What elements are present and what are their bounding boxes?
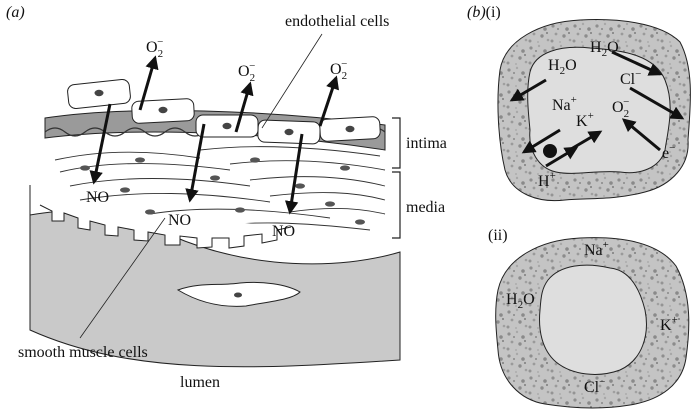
cell-ii: Na+ H2O K+ Cl− <box>495 237 690 409</box>
smooth-muscle-leader <box>79 217 166 339</box>
lumen-label: lumen <box>180 374 220 391</box>
endothelial-cells <box>67 79 381 145</box>
smooth-muscle-nuclei <box>80 157 365 233</box>
cell-i: H2O H2O Cl− Na+ K+ O2− H+ e− <box>497 19 691 202</box>
no-label-3: NO <box>272 223 295 240</box>
cl-arrow <box>629 86 685 120</box>
panel-b-ii-label: (ii) <box>488 227 508 244</box>
panel-b-label: (b)(i) <box>467 4 501 21</box>
panel-a: (a) <box>6 4 447 391</box>
intima-label: intima <box>406 135 447 152</box>
cell-i-k: K+ <box>576 110 594 130</box>
media-bracket <box>392 171 401 239</box>
panel-b: (b)(i) H2O H2O Cl− Na+ <box>467 4 691 409</box>
intima-bracket <box>392 117 401 169</box>
media-label: media <box>406 199 445 216</box>
superoxide-label-3: O2− <box>330 58 347 82</box>
cell-i-h2o-right: H2O <box>590 39 619 59</box>
no-arrow-3 <box>284 133 304 215</box>
superoxide-label-1: O2− <box>146 36 163 60</box>
superoxide-arrow-2 <box>234 81 254 133</box>
superoxide-arrow-3 <box>318 75 339 127</box>
no-label-1: NO <box>86 189 109 206</box>
cell-ii-cl: Cl− <box>584 376 605 396</box>
cell-i-h2o-left: H2O <box>548 57 577 77</box>
no-arrow-2 <box>185 123 206 203</box>
lumen-border <box>39 204 292 249</box>
cell-i-na: Na+ <box>552 94 577 114</box>
smooth-muscle-label: smooth muscle cells <box>18 344 148 361</box>
e-arrow <box>621 118 661 152</box>
superoxide-label-2: O2− <box>238 60 255 84</box>
cell-i-o2: O2− <box>612 96 629 120</box>
na-arrow <box>521 128 561 154</box>
cell-ii-k: K+ <box>660 314 678 334</box>
h-arrow <box>545 146 579 168</box>
endothelial-cells-label: endothelial cells <box>285 13 389 30</box>
h2o-arrow-right <box>611 50 663 76</box>
h2o-arrow-left <box>509 78 547 102</box>
no-label-2: NO <box>168 212 191 229</box>
superoxide-arrow-1 <box>138 55 159 111</box>
endothelial-leader <box>261 33 323 129</box>
cell-i-e: e− <box>662 142 675 162</box>
cell-ii-na: Na+ <box>584 239 609 259</box>
cell-i-h: H+ <box>538 170 556 190</box>
cell-i-cl: Cl− <box>620 68 641 88</box>
cell-ii-inner <box>539 264 647 375</box>
transporter-dot <box>543 144 557 158</box>
no-arrow-1 <box>89 103 112 185</box>
cell-ii-h2o: H2O <box>506 291 535 311</box>
panel-a-label: (a) <box>6 4 25 21</box>
